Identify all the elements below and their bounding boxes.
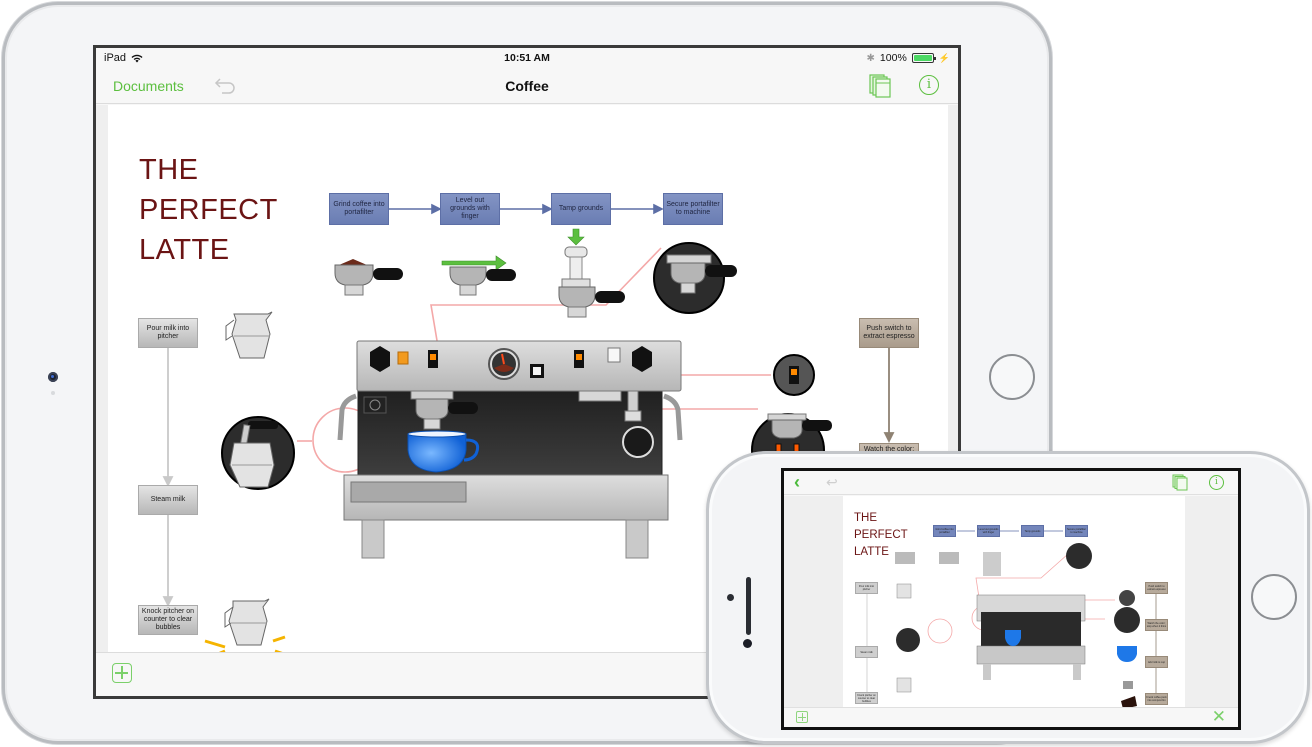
wifi-icon — [131, 54, 143, 63]
step-push-switch[interactable]: Push switch to extract espresso — [859, 318, 919, 348]
iphone-bottom-toolbar: ✕ — [784, 707, 1238, 727]
mini-step-steam[interactable]: Steam milk — [855, 646, 878, 658]
switch-zoom-icon[interactable] — [771, 353, 817, 399]
step-steam-milk[interactable]: Steam milk — [138, 485, 198, 515]
step-level-grounds[interactable]: Level out grounds with finger — [440, 193, 500, 225]
title-line-3: LATTE — [139, 234, 230, 266]
canvases-icon[interactable] — [1172, 474, 1188, 491]
ipad-home-button[interactable] — [989, 354, 1035, 400]
status-bar: iPad 10:51 AM ✱ 100% ⚡ — [96, 48, 958, 68]
mini-step-grind[interactable]: Grind coffee into portafilter — [933, 525, 956, 537]
undo-icon[interactable] — [214, 75, 240, 95]
mini-step-watch-color[interactable]: Watch the color; stop when it thins — [1145, 619, 1168, 631]
title-line-3: LATTE — [854, 546, 889, 558]
status-time: 10:51 AM — [504, 52, 550, 64]
title-line-1: THE — [139, 154, 199, 186]
info-icon[interactable]: i — [1209, 475, 1224, 490]
device-name: iPad — [104, 52, 127, 64]
portafilter-secured-zoom-icon[interactable] — [653, 239, 748, 319]
battery-icon — [911, 53, 936, 63]
step-pour-milk[interactable]: Pour milk into pitcher — [138, 318, 198, 348]
add-canvas-icon[interactable] — [796, 711, 808, 723]
title-line-2: PERFECT — [139, 194, 278, 226]
mini-step-add-milk[interactable]: Add milk to cup — [1145, 656, 1168, 668]
document-title: Coffee — [505, 78, 549, 94]
iphone-nav-bar: ‹ ↩ i — [784, 471, 1238, 495]
espresso-machine-illustration[interactable] — [336, 330, 706, 565]
canvases-icon[interactable] — [869, 74, 891, 98]
iphone-diagram-canvas[interactable]: THE PERFECT LATTE Grind coffee into port… — [843, 496, 1185, 709]
mini-step-tamp[interactable]: Tamp grounds — [1021, 525, 1044, 537]
battery-percent: 100% — [879, 52, 907, 64]
undo-icon[interactable]: ↩ — [826, 474, 838, 490]
title-line-2: PERFECT — [854, 529, 908, 541]
milk-pitcher-icon[interactable] — [220, 310, 280, 365]
close-icon[interactable]: ✕ — [1211, 707, 1226, 726]
step-secure-portafilter[interactable]: Secure portafilter to machine — [663, 193, 723, 225]
mini-step-pour-milk[interactable]: Pour milk into pitcher — [855, 582, 878, 594]
mini-step-compost[interactable]: Knock coffee puck into compost bin — [1145, 693, 1168, 705]
iphone-screen: ‹ ↩ i — [781, 468, 1241, 730]
iphone-home-button[interactable] — [1251, 574, 1297, 620]
iphone-diagram-title[interactable]: THE PERFECT LATTE — [854, 510, 908, 561]
back-chevron-icon[interactable]: ‹ — [794, 472, 800, 492]
iphone-front-camera — [743, 639, 752, 648]
iphone-canvas-area: THE PERFECT LATTE Grind coffee into port… — [784, 496, 1238, 709]
knock-pitcher-icon[interactable] — [203, 597, 303, 659]
nav-bar: Documents Coffee i — [96, 68, 958, 104]
tamper-icon[interactable] — [553, 227, 633, 322]
info-icon[interactable]: i — [919, 75, 939, 95]
mini-step-secure[interactable]: Secure portafilter to machine — [1065, 525, 1088, 537]
bluetooth-icon: ✱ — [866, 52, 875, 64]
step-grind-coffee[interactable]: Grind coffee into portafilter — [329, 193, 389, 225]
iphone-speaker — [746, 577, 751, 635]
diagram-title[interactable]: THE PERFECT LATTE — [139, 150, 278, 270]
step-tamp-grounds[interactable]: Tamp grounds — [551, 193, 611, 225]
steam-milk-zoom-icon[interactable] — [220, 415, 298, 493]
portafilter-grounds-icon[interactable] — [333, 253, 408, 303]
step-knock-pitcher[interactable]: Knock pitcher on counter to clear bubble… — [138, 605, 198, 635]
iphone-device: ‹ ↩ i — [706, 451, 1310, 744]
iphone-connector-lines — [866, 530, 1157, 709]
diagram-canvas[interactable]: THE PERFECT LATTE Grind coffee into port… — [108, 105, 948, 660]
mini-step-knock[interactable]: Knock pitcher on counter to clear bubble… — [855, 692, 878, 704]
add-canvas-icon[interactable] — [112, 663, 132, 683]
iphone-sensor — [727, 594, 734, 601]
documents-back-button[interactable]: Documents — [113, 78, 184, 94]
mini-step-push-switch[interactable]: Push switch to extract espresso — [1145, 582, 1168, 594]
portafilter-level-icon[interactable] — [438, 253, 523, 303]
charging-icon: ⚡ — [938, 52, 950, 63]
ipad-front-camera — [48, 372, 58, 382]
ipad-sensor — [51, 391, 55, 395]
title-line-1: THE — [854, 512, 877, 524]
mini-step-level[interactable]: Level out grounds with finger — [977, 525, 1000, 537]
